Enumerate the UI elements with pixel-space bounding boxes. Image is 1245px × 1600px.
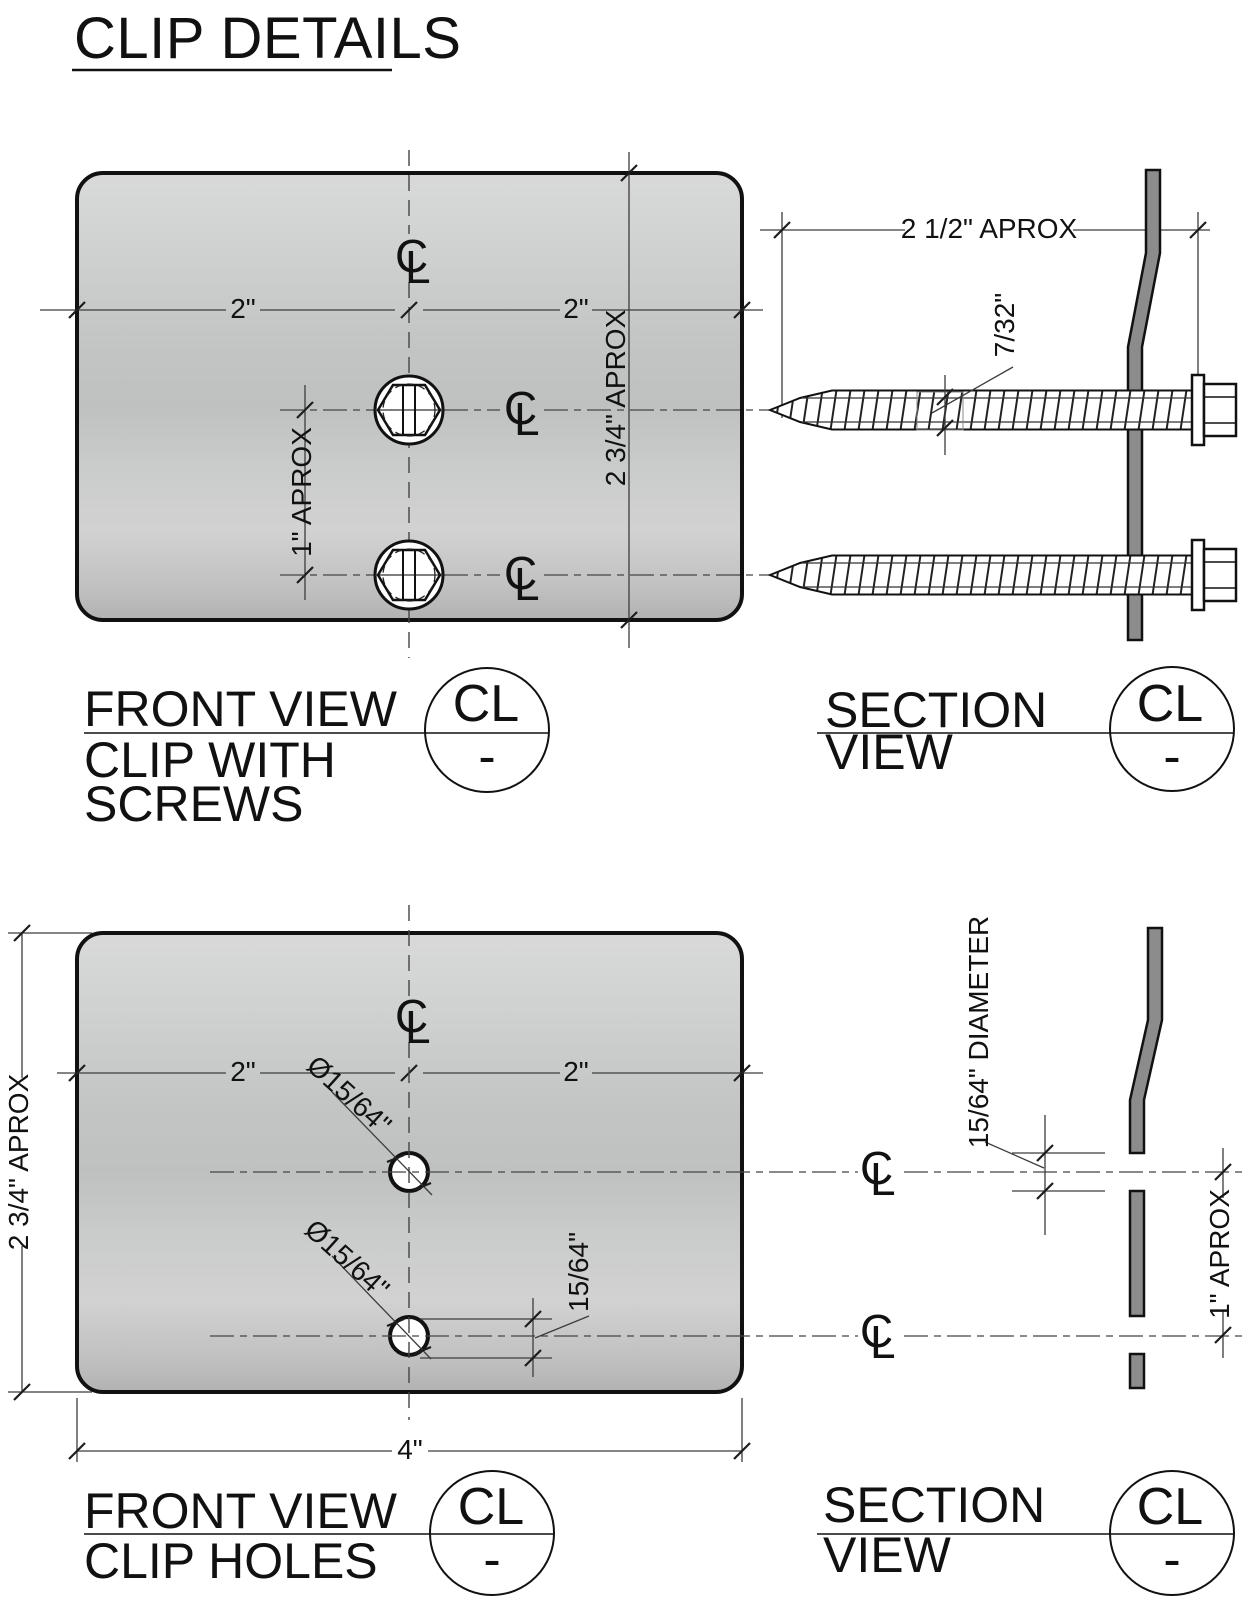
caption-line2: CLIP HOLES	[84, 1533, 378, 1589]
section-plate-lower	[1126, 591, 1144, 642]
caption-section-view-holes: SECTION VIEW CL -	[817, 1470, 1235, 1596]
section-plate-upper	[1128, 926, 1164, 1155]
svg-text:L: L	[870, 1316, 896, 1368]
dim-spacing-label: 1" APROX	[1204, 1189, 1235, 1319]
dim-overall-width-label: 4"	[397, 1434, 423, 1465]
svg-text:C: C	[504, 547, 537, 599]
hole-spacing-dimension: 1" APROX	[1204, 1148, 1235, 1358]
front-view-clip-holes: 2 3/4" APROX 2" 2" Ø15/64"	[3, 905, 1245, 1465]
dim-spacing-label: 1" APROX	[286, 427, 317, 557]
svg-text:L: L	[405, 241, 431, 293]
section-plate-lower	[1128, 1352, 1146, 1390]
caption-line1: SECTION	[823, 1477, 1045, 1533]
caption-line2: VIEW	[825, 724, 954, 780]
centerline-symbol-screw2: C L	[504, 547, 540, 610]
width-dimension: 2" 2"	[40, 293, 763, 324]
screw-head-bottom	[373, 539, 445, 611]
hole-diameter-dimension: 15/64" DIAMETER	[963, 916, 1105, 1235]
detail-tag-bottom: -	[483, 1531, 500, 1589]
caption-line2: VIEW	[823, 1527, 952, 1583]
detail-tag-top: CL	[1137, 1478, 1203, 1536]
section-plate-upper	[1126, 168, 1162, 394]
centerline-symbol-hole1: C L	[860, 1142, 896, 1205]
caption-line1: FRONT VIEW	[84, 681, 398, 737]
height-dimension: 2 3/4" APROX	[600, 152, 638, 648]
thread-diameter-dimension: 7/32"	[916, 293, 1020, 455]
centerline-symbol-top: C L	[395, 230, 431, 293]
dim-height-label: 2 3/4" APROX	[600, 309, 631, 486]
dim-hole-label: 15/64" DIAMETER	[963, 916, 994, 1148]
detail-tag-circle	[429, 1470, 555, 1596]
detail-tag-top: CL	[453, 675, 519, 733]
caption-line3: SCREWS	[84, 776, 303, 832]
dim-right-label: 2"	[563, 293, 589, 324]
detail-tag-bottom: -	[1163, 728, 1180, 786]
svg-text:C: C	[860, 1142, 893, 1194]
svg-text:C: C	[504, 382, 537, 434]
svg-text:L: L	[405, 1001, 431, 1053]
section-view-holes: 15/64" DIAMETER 1" APROX C L C L	[860, 916, 1235, 1390]
height-dimension-left: 2 3/4" APROX	[3, 924, 92, 1401]
caption-section-view-screws: SECTION VIEW CL -	[817, 666, 1235, 792]
section-screw-top	[767, 373, 1238, 447]
detail-tag-top: CL	[458, 1478, 524, 1536]
centerline-symbol-holes-top: C L	[395, 990, 431, 1053]
caption-front-view-holes: FRONT VIEW CLIP HOLES CL -	[84, 1470, 555, 1596]
caption-front-view-screws: FRONT VIEW CLIP WITH SCREWS CL -	[84, 667, 550, 832]
detail-tag-circle	[424, 667, 550, 793]
dim-left-label: 2"	[230, 293, 256, 324]
section-width-dimension: 2 1/2" APROX	[760, 212, 1210, 418]
dim-left-label: 2"	[230, 1056, 256, 1087]
svg-text:L: L	[870, 1153, 896, 1205]
svg-text:C: C	[395, 230, 428, 282]
svg-text:C: C	[395, 990, 428, 1042]
section-view-screws: 2 1/2" APROX 7/32"	[760, 168, 1238, 642]
detail-tag-bottom: -	[1163, 1531, 1180, 1589]
section-plate-middle	[1126, 426, 1144, 559]
dim-thread-label: 7/32"	[989, 293, 1020, 357]
width-dimension-holes: 2" 2"	[57, 1056, 763, 1087]
dim-section-width-label: 2 1/2" APROX	[901, 213, 1078, 244]
section-plate-middle	[1128, 1189, 1146, 1318]
centerline-symbol-hole2: C L	[860, 1305, 896, 1368]
svg-text:C: C	[860, 1305, 893, 1357]
svg-text:L: L	[514, 393, 540, 445]
caption-line1: FRONT VIEW	[84, 1483, 398, 1539]
centerline-symbol-screw1: C L	[504, 382, 540, 445]
dim-right-label: 2"	[563, 1056, 589, 1087]
svg-text:L: L	[514, 558, 540, 610]
hole-offset-label: 15/64"	[563, 1232, 594, 1312]
hole-offset-dimension: 15/64"	[420, 1232, 594, 1377]
screw-head-top	[373, 374, 445, 446]
section-screw-bottom	[767, 538, 1238, 612]
front-view-clip-with-screws: 2" 2" 2 3/4" APROX 1" APROX	[40, 150, 1237, 658]
detail-tag-circle	[1109, 1470, 1235, 1596]
detail-tag-bottom: -	[478, 728, 495, 786]
detail-tag-circle	[1109, 666, 1235, 792]
dim-height-label: 2 3/4" APROX	[3, 1073, 34, 1250]
screw-spacing-dimension: 1" APROX	[286, 385, 317, 600]
caption-line1: SECTION	[825, 682, 1047, 738]
detail-tag-top: CL	[1137, 675, 1203, 733]
overall-width-dimension: 4"	[68, 1398, 751, 1465]
page-title: CLIP DETAILS	[74, 6, 461, 71]
caption-line2: CLIP WITH	[84, 732, 336, 788]
sheet-title: CLIP DETAILS	[72, 6, 461, 72]
